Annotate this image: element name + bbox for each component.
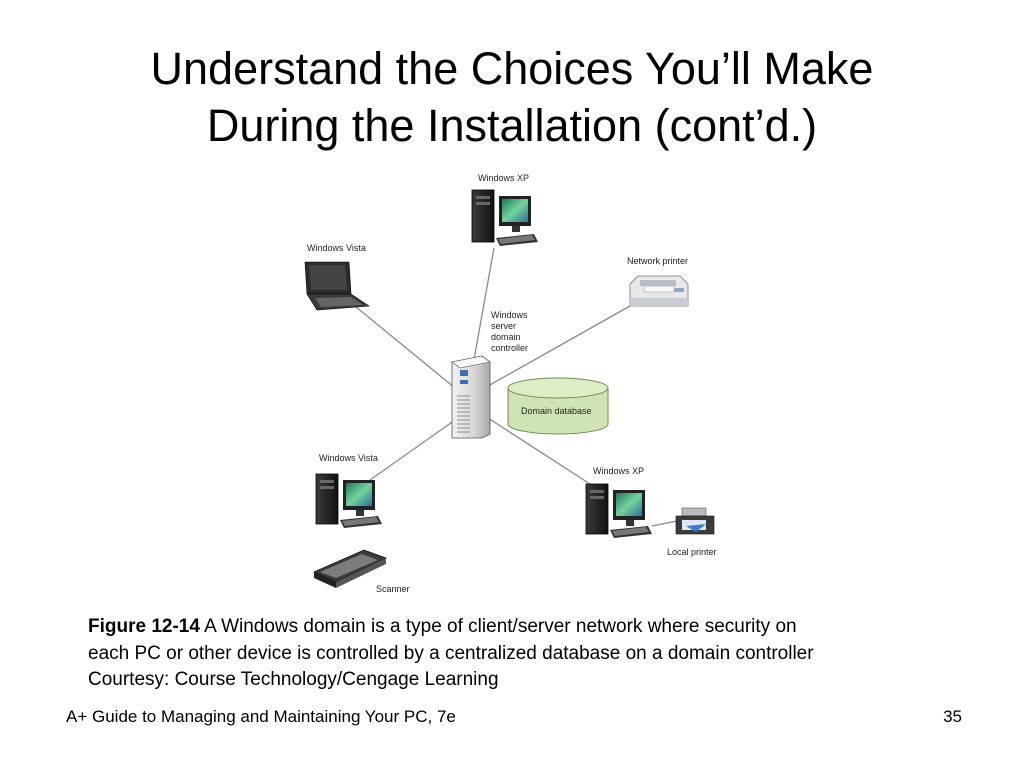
inkjet-printer-icon [675,507,715,535]
server-tower-icon [451,355,491,439]
page-number: 35 [943,707,962,726]
laptop-icon [304,261,370,311]
label-network-printer: Network printer [627,256,688,266]
figure-number: Figure 12-14 [88,616,200,637]
server-label: Windows server domain controller [491,310,528,353]
link-network-printer [487,305,631,387]
label-vista-laptop: Windows Vista [307,243,366,253]
label-domain-database: Domain database [521,406,592,416]
label-local-printer: Local printer [667,547,717,557]
figure-caption: Figure 12-14 A Windows domain is a type … [88,614,988,694]
svg-text:Windows: Windows [491,310,528,320]
svg-text:domain: domain [491,332,521,342]
label-xp-bottom: Windows XP [593,466,644,476]
link-xp-bottom [487,417,591,485]
footer-book-title: A+ Guide to Managing and Maintaining You… [66,707,456,726]
link-vista-desktop [369,419,456,481]
label-scanner: Scanner [376,584,410,594]
caption-line-2: each PC or other device is controlled by… [88,642,814,664]
scanner-icon [313,549,388,588]
title-line-2: During the Installation (cont’d.) [206,100,818,151]
label-xp-top: Windows XP [478,173,529,183]
svg-text:server: server [491,321,516,331]
caption-line-3: Courtesy: Course Technology/Cengage Lear… [88,669,499,690]
database-cylinder-icon [507,377,609,435]
desktop-pc-icon [585,483,652,538]
desktop-pc-icon [315,473,382,528]
link-vista-laptop [349,301,456,389]
title-line-1: Understand the Choices You’ll Make [150,43,874,94]
caption-line-1: Figure 12-14 A Windows domain is a type … [88,614,988,641]
caption-line-1-text: A Windows domain is a type of client/ser… [199,616,797,637]
label-vista-desktop: Windows Vista [319,453,378,463]
slide-title: Understand the Choices You’ll Make Durin… [40,40,984,154]
network-printer-icon [629,275,689,307]
svg-text:controller: controller [491,343,528,353]
desktop-pc-icon [471,189,538,246]
